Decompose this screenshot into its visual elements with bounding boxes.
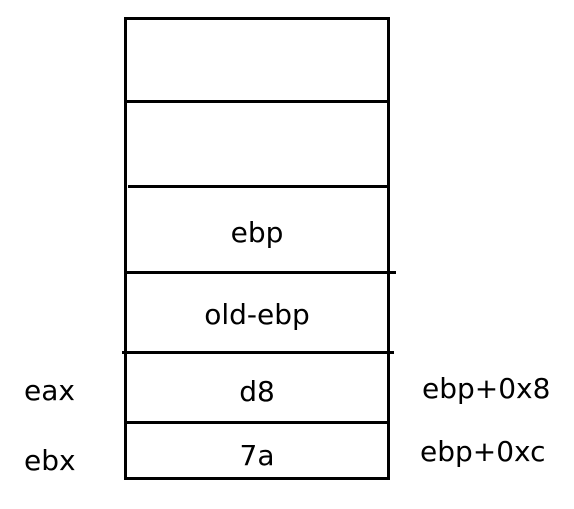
cell-divider bbox=[122, 351, 394, 354]
offset-label-ebp-plus-8: ebp+0x8 bbox=[422, 372, 551, 405]
stack-cell-ebp-label: ebp bbox=[230, 216, 284, 249]
cell-divider bbox=[124, 100, 390, 103]
cell-divider bbox=[124, 271, 396, 274]
register-label-eax: eax bbox=[24, 374, 75, 407]
cell-divider bbox=[128, 185, 390, 188]
register-label-ebx: ebx bbox=[24, 444, 76, 477]
stack-cell-d8-label: d8 bbox=[239, 375, 275, 408]
stack-cell-old-ebp-label: old-ebp bbox=[204, 298, 310, 331]
offset-label-ebp-plus-c: ebp+0xc bbox=[420, 435, 546, 468]
stack-frame-outline bbox=[124, 17, 390, 480]
stack-cell-7a-label: 7a bbox=[239, 439, 275, 472]
cell-divider bbox=[124, 421, 390, 424]
